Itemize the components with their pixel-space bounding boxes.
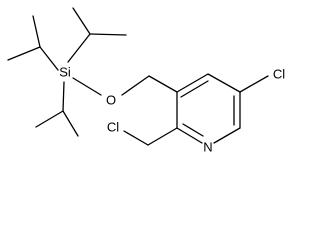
pyridine-ring bbox=[176, 73, 241, 144]
bond bbox=[180, 80, 209, 98]
bond bbox=[176, 127, 203, 144]
bond bbox=[176, 73, 209, 93]
bond bbox=[62, 110, 79, 137]
isopropyl-group-bottom bbox=[35, 81, 79, 137]
chemical-structure-diagram: Si O Cl N Cl bbox=[7, 7, 285, 155]
bond bbox=[123, 130, 149, 146]
bond bbox=[121, 75, 150, 96]
bond bbox=[72, 7, 91, 35]
silicon-atom-label: Si bbox=[59, 65, 71, 80]
ring-chlorine-atom-label: Cl bbox=[273, 67, 285, 82]
methyl-chlorine-atom-label: Cl bbox=[107, 120, 119, 135]
bond bbox=[7, 46, 41, 61]
isopropyl-group-left bbox=[7, 15, 59, 71]
chloromethyl-group bbox=[123, 127, 178, 146]
bond bbox=[89, 33, 127, 36]
bond bbox=[62, 81, 65, 112]
oxygen-atom-label: O bbox=[106, 93, 116, 108]
bond bbox=[213, 127, 241, 144]
bond bbox=[39, 46, 59, 71]
nitrogen-atom-label: N bbox=[203, 140, 212, 155]
isopropyl-group-top bbox=[67, 7, 127, 63]
bond bbox=[72, 77, 102, 96]
bond bbox=[182, 123, 204, 137]
bond bbox=[32, 15, 41, 48]
bond bbox=[147, 127, 178, 146]
bond bbox=[35, 110, 64, 128]
bond bbox=[67, 33, 91, 63]
bond bbox=[207, 73, 241, 93]
bond bbox=[239, 75, 269, 93]
bond bbox=[148, 75, 178, 93]
